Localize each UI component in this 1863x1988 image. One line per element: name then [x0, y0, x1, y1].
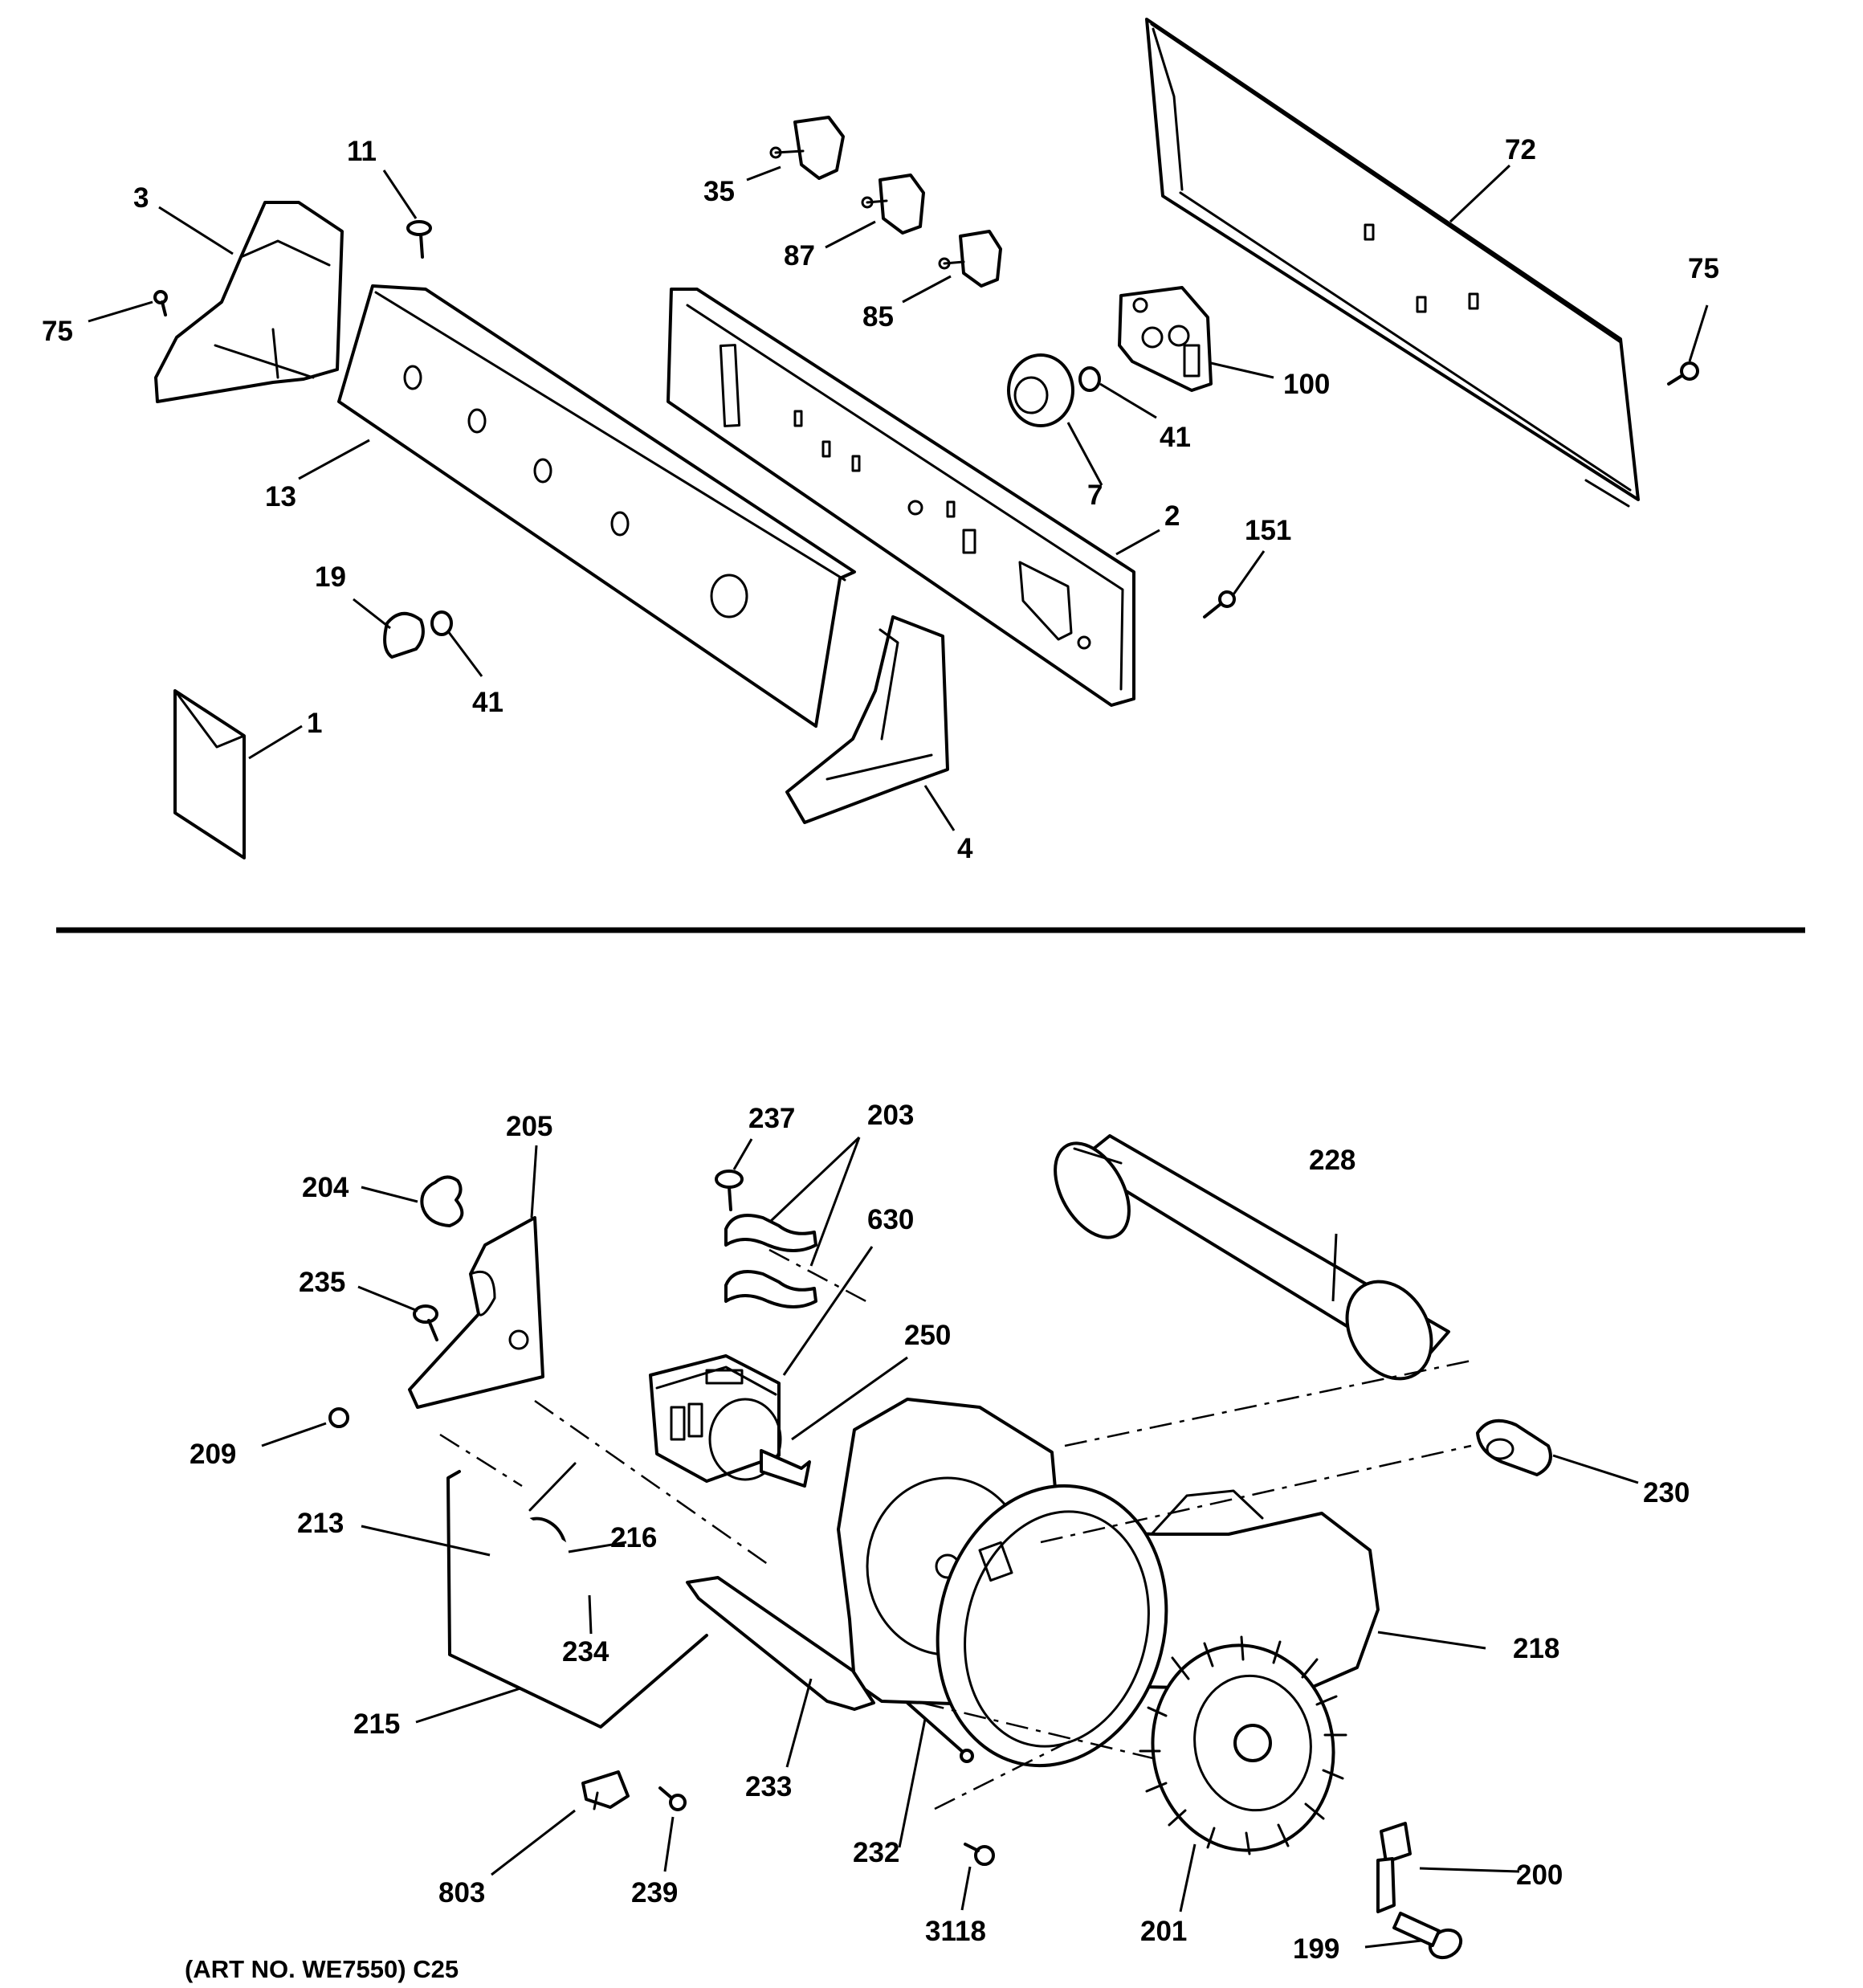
part-228-duct: [1054, 1134, 1450, 1381]
callout-85: 85: [862, 301, 894, 333]
callout-13: 13: [265, 481, 296, 512]
part-205-bracket: [408, 1216, 544, 1409]
callout-233: 233: [745, 1771, 792, 1802]
callout-209: 209: [190, 1439, 236, 1470]
part-4-right-end-cap: [785, 615, 949, 824]
part-209-nut: [328, 1407, 349, 1428]
callout-201: 201: [1140, 1916, 1187, 1947]
callout-7: 7: [1087, 480, 1103, 511]
part-232-ring: [906, 1484, 1168, 1768]
part-75-screw-left: [153, 290, 168, 316]
part-100-timer: [1118, 286, 1213, 392]
part-35-switch: [769, 116, 845, 180]
callout-87: 87: [784, 240, 815, 271]
callout-35: 35: [703, 176, 735, 207]
part-13-control-panel: [337, 284, 856, 728]
callout-630: 630: [867, 1204, 914, 1235]
callout-204: 204: [302, 1172, 349, 1203]
callout-75-right: 75: [1688, 253, 1719, 284]
callout-3: 3: [133, 182, 149, 214]
callout-11: 11: [347, 136, 377, 167]
part-203-clamps: [724, 1214, 817, 1308]
callout-151: 151: [1245, 515, 1291, 546]
part-1-instructions: [173, 689, 246, 859]
callout-215: 215: [353, 1708, 400, 1740]
callout-234: 234: [562, 1636, 609, 1668]
callout-218: 218: [1513, 1633, 1559, 1664]
callout-239: 239: [631, 1877, 678, 1908]
part-235-screw: [413, 1304, 438, 1341]
part-41-insert-upper: [1078, 366, 1101, 392]
callout-41-lower: 41: [472, 687, 503, 718]
part-204-clip: [420, 1175, 464, 1227]
callout-4: 4: [957, 833, 973, 864]
callout-232: 232: [853, 1837, 899, 1868]
callout-75-left: 75: [42, 316, 73, 347]
callout-72: 72: [1505, 134, 1536, 165]
callout-199: 199: [1293, 1933, 1339, 1965]
part-85-switch: [938, 230, 1002, 288]
part-11-screw: [406, 220, 432, 259]
callout-1: 1: [307, 708, 322, 739]
callout-237: 237: [748, 1103, 795, 1134]
part-803-switch: [581, 1770, 630, 1810]
part-250-motor: [649, 1354, 811, 1488]
part-3-left-end-cap: [154, 201, 344, 403]
callout-803: 803: [438, 1877, 485, 1908]
callout-235: 235: [299, 1267, 345, 1298]
callout-230: 230: [1643, 1477, 1690, 1508]
part-7-knob: [1007, 353, 1074, 427]
part-41-insert-lower: [430, 610, 453, 636]
upper-leader-lines: [88, 164, 1709, 831]
callout-41-upper: 41: [1160, 422, 1191, 453]
part-237-screw: [715, 1170, 744, 1211]
part-2-panel-frame: [667, 288, 1135, 707]
callout-3118: 3118: [925, 1916, 986, 1947]
callout-203: 203: [867, 1100, 914, 1131]
callout-2: 2: [1164, 500, 1180, 532]
art-number: (ART NO. WE7550) C25: [185, 1955, 459, 1983]
part-233-base: [686, 1576, 875, 1711]
part-199-bolt: [1392, 1912, 1463, 1960]
part-215-rod: [446, 1470, 708, 1729]
callout-100: 100: [1283, 369, 1330, 400]
callout-228: 228: [1309, 1145, 1355, 1176]
callout-250: 250: [904, 1320, 951, 1351]
part-200-bracket: [1376, 1822, 1412, 1913]
part-201-blower-wheel: [1139, 1635, 1347, 1855]
part-72-rear-panel: [1145, 18, 1640, 508]
part-75-screw-right: [1667, 361, 1699, 386]
part-19-knob: [383, 612, 425, 659]
lower-leader-lines: [261, 1136, 1639, 1949]
part-3118-screw: [964, 1843, 995, 1866]
assembly-dashed-lines: [439, 1248, 1472, 1810]
callout-200: 200: [1516, 1859, 1563, 1891]
callout-216: 216: [610, 1522, 657, 1553]
part-230-clip: [1476, 1419, 1552, 1476]
part-151-screw: [1203, 590, 1236, 618]
part-87-switch: [861, 173, 925, 235]
callout-labels: 3 11 75 13 19 41 1 4 35 87 85 7 41 100 2…: [42, 134, 1719, 1983]
callout-205: 205: [506, 1111, 552, 1142]
callout-19: 19: [315, 561, 346, 593]
callout-213: 213: [297, 1508, 344, 1539]
part-239-screw: [658, 1786, 687, 1811]
